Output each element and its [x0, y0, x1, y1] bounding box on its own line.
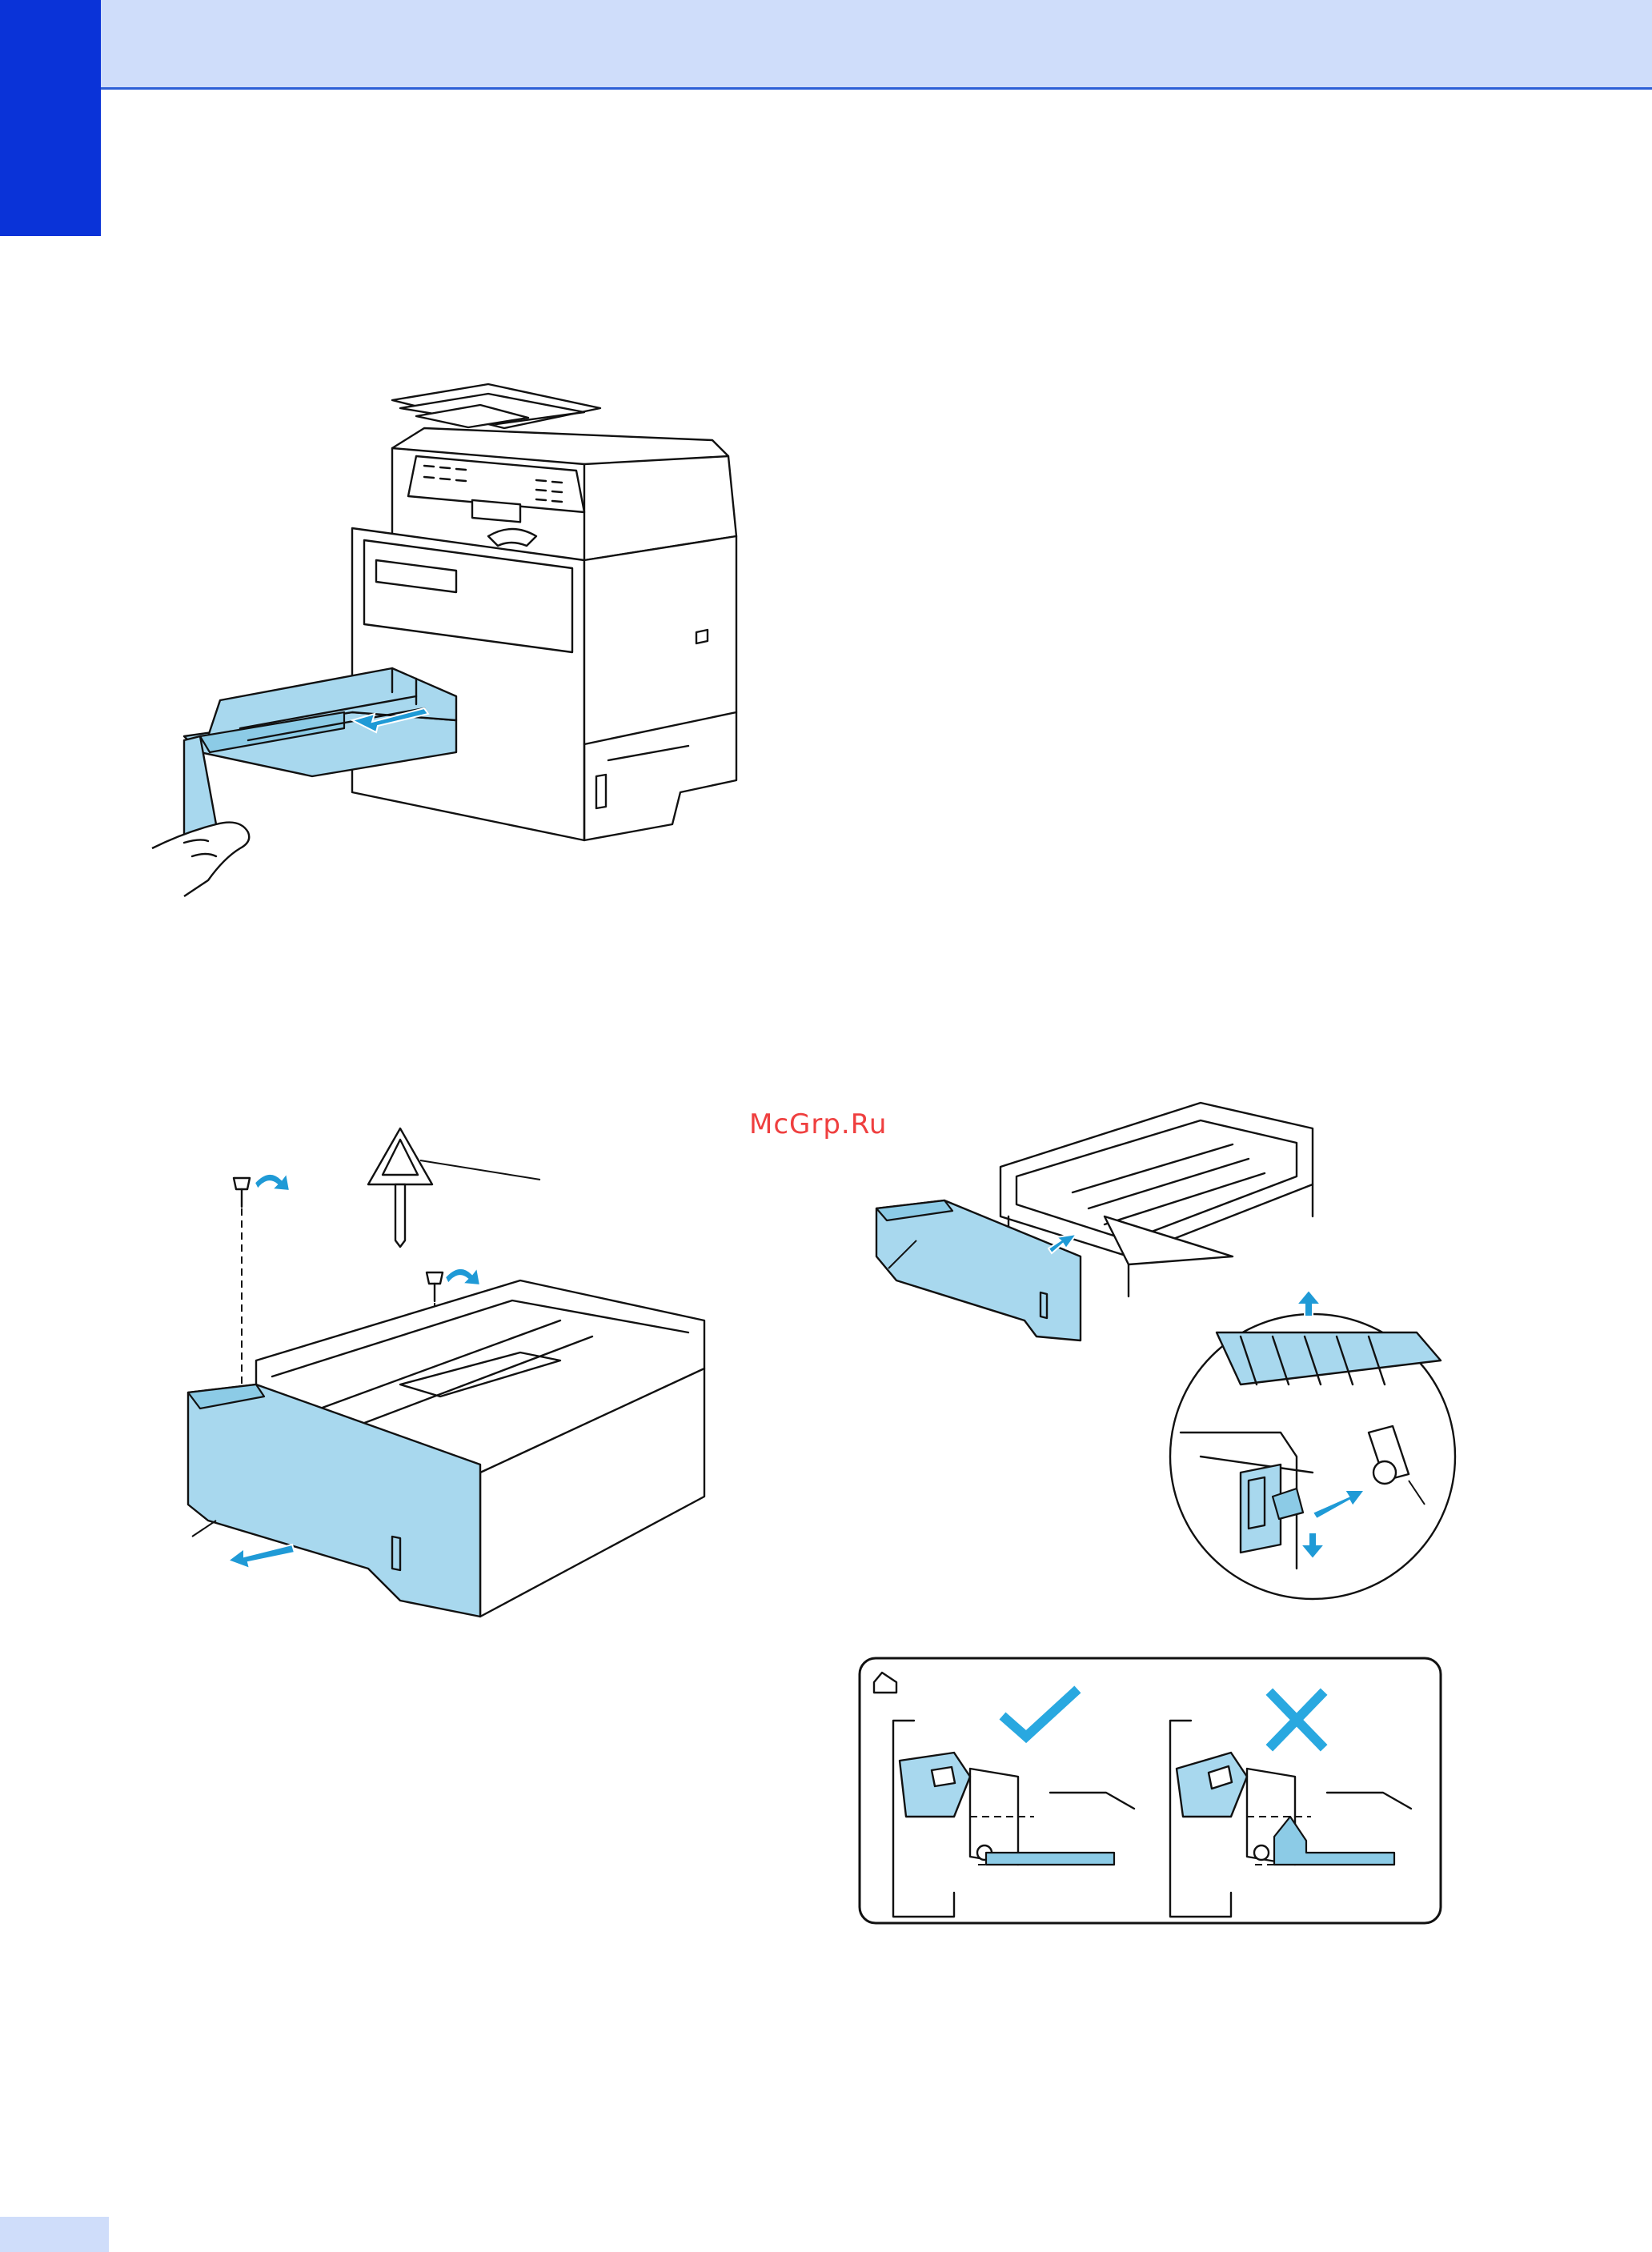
- callout-line: [192, 1521, 216, 1537]
- screwdriver-icon: [368, 1128, 540, 1247]
- chapter-tab: [0, 0, 101, 236]
- header-band: [0, 0, 1652, 90]
- magnifier-circle-icon: [1105, 1216, 1455, 1599]
- watermark: McGrp.Ru: [749, 1108, 957, 1145]
- hand-icon: [152, 823, 249, 896]
- fig-note-panel: [858, 1657, 1442, 1925]
- paper-tray-icon: [188, 1280, 704, 1617]
- page-number-tab: [0, 2217, 109, 2252]
- fig-remove-tray: [152, 376, 744, 904]
- printer-icon: [352, 384, 736, 840]
- fig-remove-screws: [160, 1120, 720, 1633]
- rotate-arrow-icon: [255, 1173, 480, 1285]
- fig-attach-front-cover: [864, 1096, 1473, 1649]
- pull-arrow-icon: [228, 1545, 295, 1569]
